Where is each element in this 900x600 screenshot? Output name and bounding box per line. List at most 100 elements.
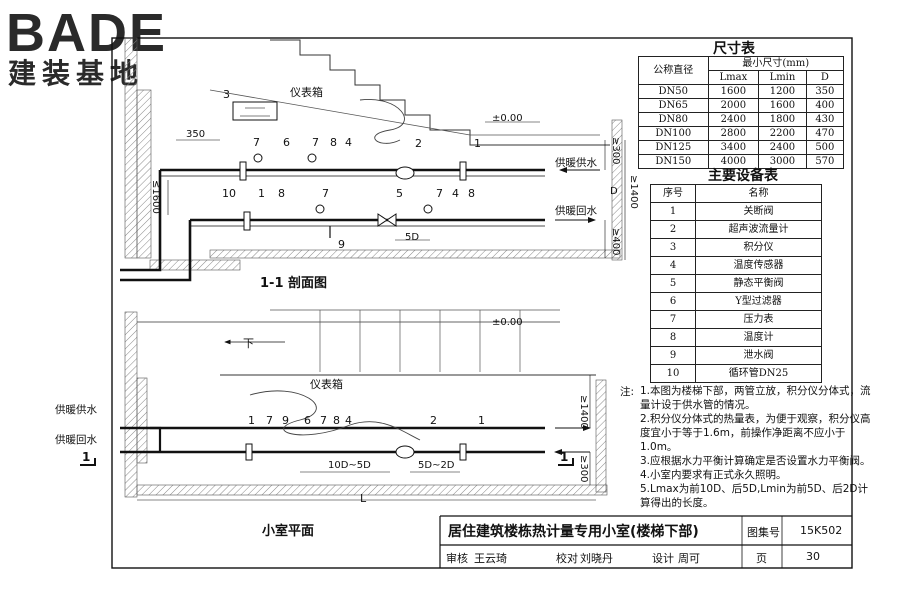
plan-callout: 2 <box>430 414 437 427</box>
checker-name: 刘晓丹 <box>580 552 613 565</box>
section-callout: 8 <box>278 187 285 200</box>
equipment-cell: 超声波流量计 <box>695 220 822 239</box>
sheet-border <box>111 37 853 569</box>
plan-callout: 9 <box>282 414 289 427</box>
section-callout: 7 <box>253 136 260 149</box>
size-cell: DN80 <box>638 112 709 127</box>
size-cell: DN150 <box>638 154 709 169</box>
section-inner-wall <box>136 89 152 259</box>
section-callout: 2 <box>415 137 422 150</box>
equipment-cell: 关断阀 <box>695 202 822 221</box>
equipment-cell: 6 <box>650 292 696 311</box>
notes-label: 注: <box>620 386 635 398</box>
size-cell: 3000 <box>758 154 807 169</box>
section-dim-5D: 5D <box>405 232 420 243</box>
section-callout: 9 <box>338 238 345 251</box>
section-dim-300: ≥300 <box>610 137 621 165</box>
note-item: 5.Lmax为前10D、后5D,Lmin为前5D、后2D计算得出的长度。 <box>640 483 868 509</box>
plan-down-label: 下 <box>243 337 254 350</box>
equipment-cell: 10 <box>650 364 696 383</box>
equipment-table-title: 主要设备表 <box>708 168 778 184</box>
plan-dim-10d5d: 10D~5D <box>328 460 371 471</box>
section-dim-400: ≥400 <box>610 228 621 256</box>
equipment-cell: Y型过滤器 <box>695 292 822 311</box>
size-cell: 2000 <box>707 98 760 113</box>
size-cell: 3400 <box>707 140 760 155</box>
equipment-cell: 8 <box>650 328 696 347</box>
size-table-subheader: D <box>805 70 845 85</box>
plan-dim-L: L <box>360 492 367 505</box>
section-dim-350: 350 <box>186 129 206 140</box>
plan-callout: 1 <box>248 414 255 427</box>
section-dim-1400: ≥1400 <box>628 175 639 209</box>
page-number: 30 <box>806 550 820 563</box>
size-cell: 1600 <box>758 98 807 113</box>
section-floor-slab <box>149 259 241 271</box>
brand-logo-subtitle: 建装基地 <box>8 57 145 90</box>
note-item: 1.本图为楼梯下部，两管立放，积分仪分体式，流量计设于供水管的情况。 <box>640 385 871 411</box>
section-dim-1600: ≤1600 <box>150 180 161 214</box>
equipment-cell: 循环管DN25 <box>695 364 822 383</box>
size-cell: 500 <box>805 140 845 155</box>
section-callout: 8 <box>330 136 337 149</box>
size-cell: 2400 <box>758 140 807 155</box>
section-dim-D: D <box>610 186 618 197</box>
equipment-cell: 3 <box>650 238 696 257</box>
section-callout: 7 <box>436 187 443 200</box>
check-label: 校对 <box>556 552 578 565</box>
equipment-cell: 泄水阀 <box>695 346 822 365</box>
plan-callout: 4 <box>345 414 352 427</box>
reviewer-name: 王云琦 <box>474 552 507 565</box>
size-table-header-group: 最小尺寸(mm) <box>707 56 845 71</box>
section-callout: 8 <box>468 187 475 200</box>
equipment-cell: 1 <box>650 202 696 221</box>
size-cell: DN65 <box>638 98 709 113</box>
plan-section-mark-right: 1 <box>560 450 569 464</box>
equipment-cell: 温度计 <box>695 328 822 347</box>
equipment-cell: 静态平衡阀 <box>695 274 822 293</box>
page-label: 页 <box>756 552 767 565</box>
equipment-cell: 5 <box>650 274 696 293</box>
size-cell: 2200 <box>758 126 807 141</box>
size-cell: 1800 <box>758 112 807 127</box>
size-cell: 470 <box>805 126 845 141</box>
size-cell: DN125 <box>638 140 709 155</box>
equipment-cell: 4 <box>650 256 696 275</box>
designer-name: 周可 <box>678 552 700 565</box>
section-callout: 5 <box>396 187 403 200</box>
plan-section-mark-left: 1 <box>82 450 91 464</box>
section-callout: 1 <box>258 187 265 200</box>
section-left-wall <box>124 37 138 259</box>
equipment-cell: 7 <box>650 310 696 329</box>
size-cell: 1200 <box>758 84 807 99</box>
section-callout: 4 <box>345 136 352 149</box>
note-item: 3.应根据水力平衡计算确定是否设置水力平衡阀。 <box>640 455 871 467</box>
size-cell: 430 <box>805 112 845 127</box>
equipment-cell: 压力表 <box>695 310 822 329</box>
section-view <box>120 37 626 282</box>
equipment-header: 名称 <box>695 184 822 203</box>
equipment-cell: 温度传感器 <box>695 256 822 275</box>
drawing-title: 居住建筑楼栋热计量专用小室(楼梯下部) <box>448 524 699 540</box>
section-right-wall <box>611 119 623 261</box>
section-return-label: 供暖回水 <box>555 205 597 217</box>
section-callout: 7 <box>322 187 329 200</box>
design-label: 设计 <box>652 552 674 565</box>
section-meter-box-label: 仪表箱 <box>290 86 323 99</box>
size-cell: 1600 <box>707 84 760 99</box>
size-table-title: 尺寸表 <box>713 41 755 57</box>
plan-supply-label: 供暖供水 <box>55 404 97 416</box>
equipment-header: 序号 <box>650 184 696 203</box>
